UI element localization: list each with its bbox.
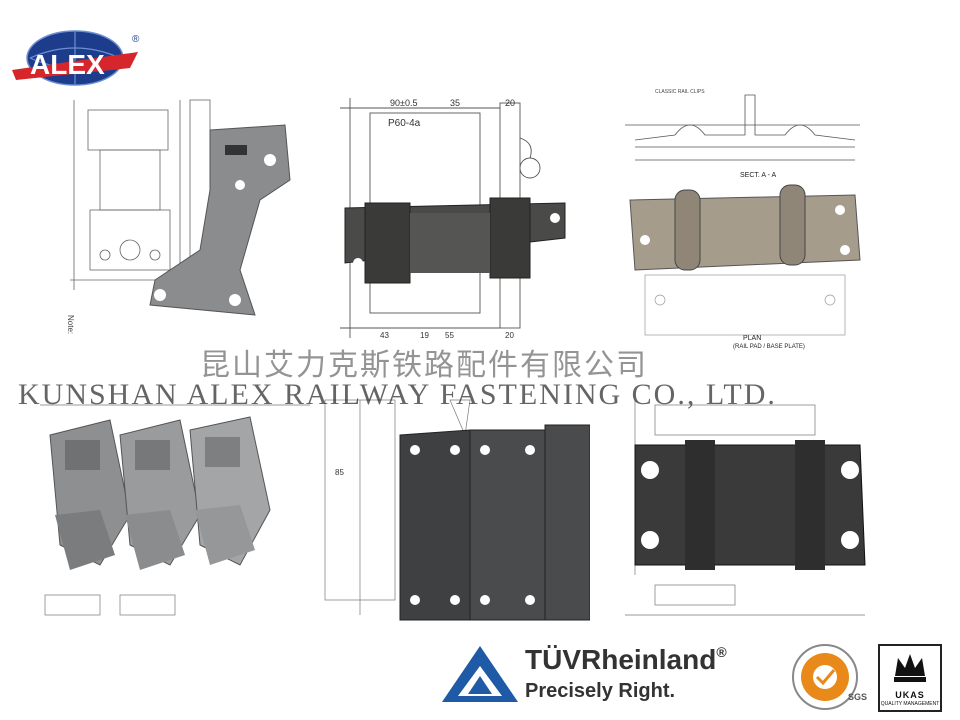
- svg-text:CLASSIC RAIL CLIPS: CLASSIC RAIL CLIPS: [655, 89, 705, 95]
- svg-text:P60-4a: P60-4a: [388, 118, 421, 129]
- drawing-panel-tie-plate: Note:: [60, 90, 300, 350]
- alex-logo: ALEX ®: [10, 30, 145, 90]
- tuv-triangle-icon: [442, 646, 518, 702]
- svg-text:35: 35: [450, 98, 460, 108]
- sgs-seal: SGS: [790, 642, 880, 712]
- svg-text:85: 85: [335, 468, 344, 477]
- drawing-panel-rail-pad: CLASSIC RAIL CLIPS SECT. A - A PLAN (RAI…: [615, 85, 870, 350]
- svg-text:ALEX: ALEX: [30, 49, 105, 80]
- company-name-chinese: 昆山艾力克斯铁路配件有限公司: [200, 348, 648, 383]
- svg-text:SECT. A - A: SECT. A - A: [740, 172, 777, 179]
- tuv-tagline: Precisely Right.: [525, 680, 676, 702]
- svg-text:20: 20: [505, 331, 514, 340]
- svg-text:55: 55: [445, 331, 454, 340]
- tuv-rheinland-logo: TÜVRheinland® Precisely Right.: [440, 640, 780, 710]
- svg-text:90±0.5: 90±0.5: [390, 98, 417, 108]
- photo-panel-dark-plates: 85: [320, 395, 590, 630]
- svg-text:19: 19: [420, 331, 429, 340]
- ukas-seal: UKAS QUALITY MANAGEMENT: [878, 644, 942, 712]
- svg-text:Note:: Note:: [66, 315, 75, 334]
- photo-panel-cast-shoulders: [40, 395, 310, 630]
- tuv-name: TÜVRheinland®: [525, 644, 727, 675]
- drawing-panel-plate-plan: [615, 395, 875, 630]
- svg-text:(RAIL PAD / BASE PLATE): (RAIL PAD / BASE PLATE): [733, 344, 805, 350]
- svg-text:20: 20: [505, 98, 515, 108]
- svg-text:43: 43: [380, 331, 389, 340]
- crown-icon: [894, 654, 926, 682]
- drawing-panel-base-plate: 90±0.5 35 20 P60-4a 43 19 55 20: [320, 88, 570, 348]
- company-name-english: KUNSHAN ALEX RAILWAY FASTENING CO., LTD.: [18, 378, 777, 411]
- svg-text:®: ®: [132, 34, 140, 45]
- svg-text:PLAN: PLAN: [743, 335, 761, 342]
